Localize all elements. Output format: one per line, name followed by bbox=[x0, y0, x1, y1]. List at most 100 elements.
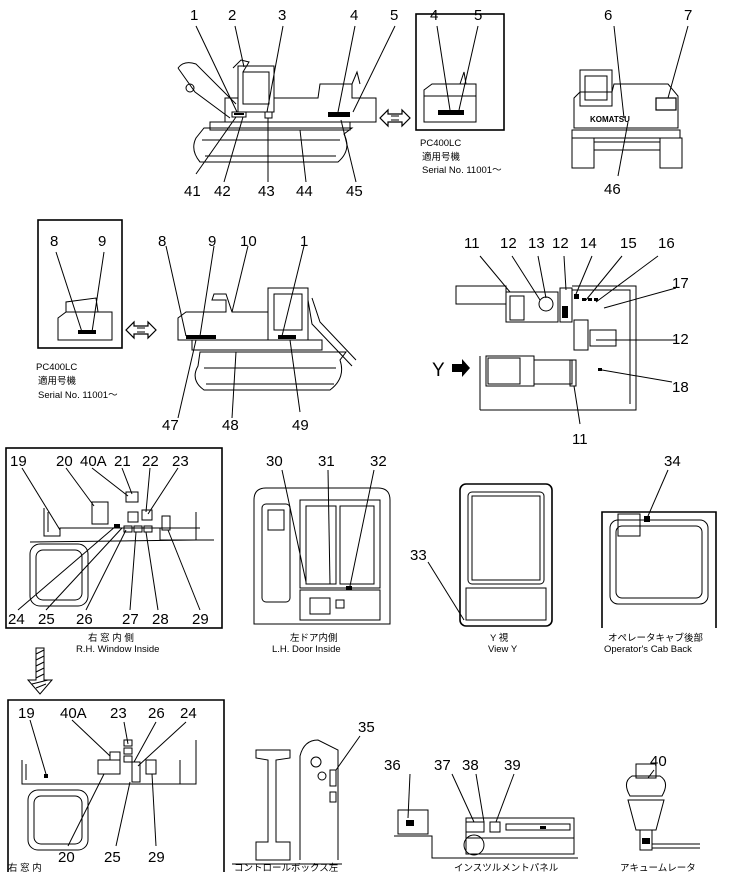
callout-41: 41 bbox=[184, 183, 201, 200]
callout-47: 47 bbox=[162, 417, 179, 434]
callout-39: 39 bbox=[504, 757, 521, 774]
excavator-right-view bbox=[165, 245, 357, 419]
callout-1-right: 1 bbox=[300, 233, 308, 250]
callout-44: 44 bbox=[296, 183, 313, 200]
lh-door-caption-en: L.H. Door Inside bbox=[272, 644, 341, 655]
callout-3: 3 bbox=[278, 7, 286, 24]
callout-46: 46 bbox=[604, 181, 621, 198]
callout-45: 45 bbox=[346, 183, 363, 200]
hatched-down-arrow bbox=[26, 647, 54, 695]
callout-31: 31 bbox=[318, 453, 335, 470]
callout-8: 8 bbox=[158, 233, 166, 250]
callout-49: 49 bbox=[292, 417, 309, 434]
accumulator bbox=[626, 763, 700, 851]
callout-11-b: 11 bbox=[572, 431, 588, 448]
brand-plate: KOMATSU bbox=[590, 115, 630, 124]
rh-window-caption-en: R.H. Window Inside bbox=[76, 644, 159, 655]
model-label-left: PC400LC bbox=[36, 362, 77, 373]
lh-door-inside bbox=[253, 469, 391, 625]
instrument-panel-caption: インスツルメントパネル bbox=[454, 863, 559, 872]
callout-32: 32 bbox=[370, 453, 387, 470]
cab-back-caption-en: Operator's Cab Back bbox=[604, 644, 692, 655]
excavator-top-view bbox=[452, 255, 677, 425]
callout-10: 10 bbox=[240, 233, 257, 250]
callout-43: 43 bbox=[258, 183, 275, 200]
callout-19-later: 19 bbox=[18, 705, 35, 722]
control-box-caption: コントロールボックス左 bbox=[234, 862, 339, 872]
callout-29-later: 29 bbox=[148, 849, 165, 866]
callout-33: 33 bbox=[410, 547, 427, 564]
callout-20: 20 bbox=[56, 453, 73, 470]
callout-16: 16 bbox=[658, 235, 675, 252]
callout-12-b: 12 bbox=[552, 235, 569, 252]
instrument-panel bbox=[394, 773, 578, 859]
callout-1: 1 bbox=[190, 7, 198, 24]
callout-40: 40 bbox=[650, 753, 667, 770]
rh-window-inside-later bbox=[7, 699, 225, 872]
excavator-left-view bbox=[177, 25, 396, 183]
callout-36: 36 bbox=[384, 757, 401, 774]
callout-26: 26 bbox=[76, 611, 93, 628]
callout-30: 30 bbox=[266, 453, 283, 470]
callout-18: 18 bbox=[672, 379, 689, 396]
callout-42: 42 bbox=[214, 183, 231, 200]
applicable-label-top: 適用号機 bbox=[422, 151, 461, 163]
view-y-caption-jp: Y 視 bbox=[490, 632, 509, 644]
callout-22: 22 bbox=[142, 453, 159, 470]
callout-5-inset: 5 bbox=[474, 7, 482, 24]
interchange-arrow-row2 bbox=[125, 320, 157, 340]
lh-door-caption-jp: 左ドア内側 bbox=[290, 632, 338, 644]
view-y-marker: Y bbox=[432, 360, 445, 381]
callout-26-later: 26 bbox=[148, 705, 165, 722]
cab-back-caption-jp: オペレータキャブ後部 bbox=[608, 632, 703, 644]
excavator-rear-view: KOMATSU bbox=[571, 25, 689, 177]
view-y-caption-en: View Y bbox=[488, 644, 518, 655]
callout-12-c: 12 bbox=[672, 331, 689, 348]
callout-40a-later: 40A bbox=[60, 705, 87, 722]
callout-35: 35 bbox=[358, 719, 375, 736]
callout-12: 12 bbox=[500, 235, 517, 252]
serial-label-top: Serial No. 11001～ bbox=[422, 165, 502, 176]
callout-28: 28 bbox=[152, 611, 169, 628]
callout-7: 7 bbox=[684, 7, 692, 24]
callout-20-later: 20 bbox=[58, 849, 75, 866]
callout-5: 5 bbox=[390, 7, 398, 24]
callout-8-inset: 8 bbox=[50, 233, 58, 250]
callout-24: 24 bbox=[8, 611, 25, 628]
callout-40a: 40A bbox=[80, 453, 107, 470]
applicable-label-left: 適用号機 bbox=[38, 375, 77, 387]
callout-13: 13 bbox=[528, 235, 545, 252]
accumulator-caption: アキュームレータ bbox=[620, 863, 696, 872]
callout-15: 15 bbox=[620, 235, 637, 252]
callout-37: 37 bbox=[434, 757, 451, 774]
callout-21: 21 bbox=[114, 453, 131, 470]
callout-11: 11 bbox=[464, 235, 480, 252]
rh-window-later-caption: 右 窓 内 bbox=[8, 862, 42, 872]
callout-4: 4 bbox=[350, 7, 358, 24]
serial-label-left: Serial No. 11001～ bbox=[38, 390, 118, 401]
rh-window-inside bbox=[5, 447, 223, 629]
model-label-top: PC400LC bbox=[420, 138, 461, 149]
callout-14: 14 bbox=[580, 235, 597, 252]
callout-23: 23 bbox=[172, 453, 189, 470]
view-y bbox=[427, 483, 553, 627]
serial-inset-left bbox=[37, 219, 123, 349]
callout-6: 6 bbox=[604, 7, 612, 24]
callout-38: 38 bbox=[462, 757, 479, 774]
interchange-arrow bbox=[379, 108, 411, 128]
callout-25-later: 25 bbox=[104, 849, 121, 866]
callout-34: 34 bbox=[664, 453, 681, 470]
callout-19: 19 bbox=[10, 453, 27, 470]
control-box-left bbox=[232, 735, 361, 865]
callout-4-inset: 4 bbox=[430, 7, 438, 24]
operator-cab-back bbox=[601, 469, 717, 628]
rh-window-caption-jp: 右 窓 内 側 bbox=[88, 632, 134, 644]
callout-2: 2 bbox=[228, 7, 236, 24]
callout-23-later: 23 bbox=[110, 705, 127, 722]
callout-17: 17 bbox=[672, 275, 689, 292]
callout-48: 48 bbox=[222, 417, 239, 434]
callout-25: 25 bbox=[38, 611, 55, 628]
callout-29: 29 bbox=[192, 611, 209, 628]
callout-9: 9 bbox=[208, 233, 216, 250]
